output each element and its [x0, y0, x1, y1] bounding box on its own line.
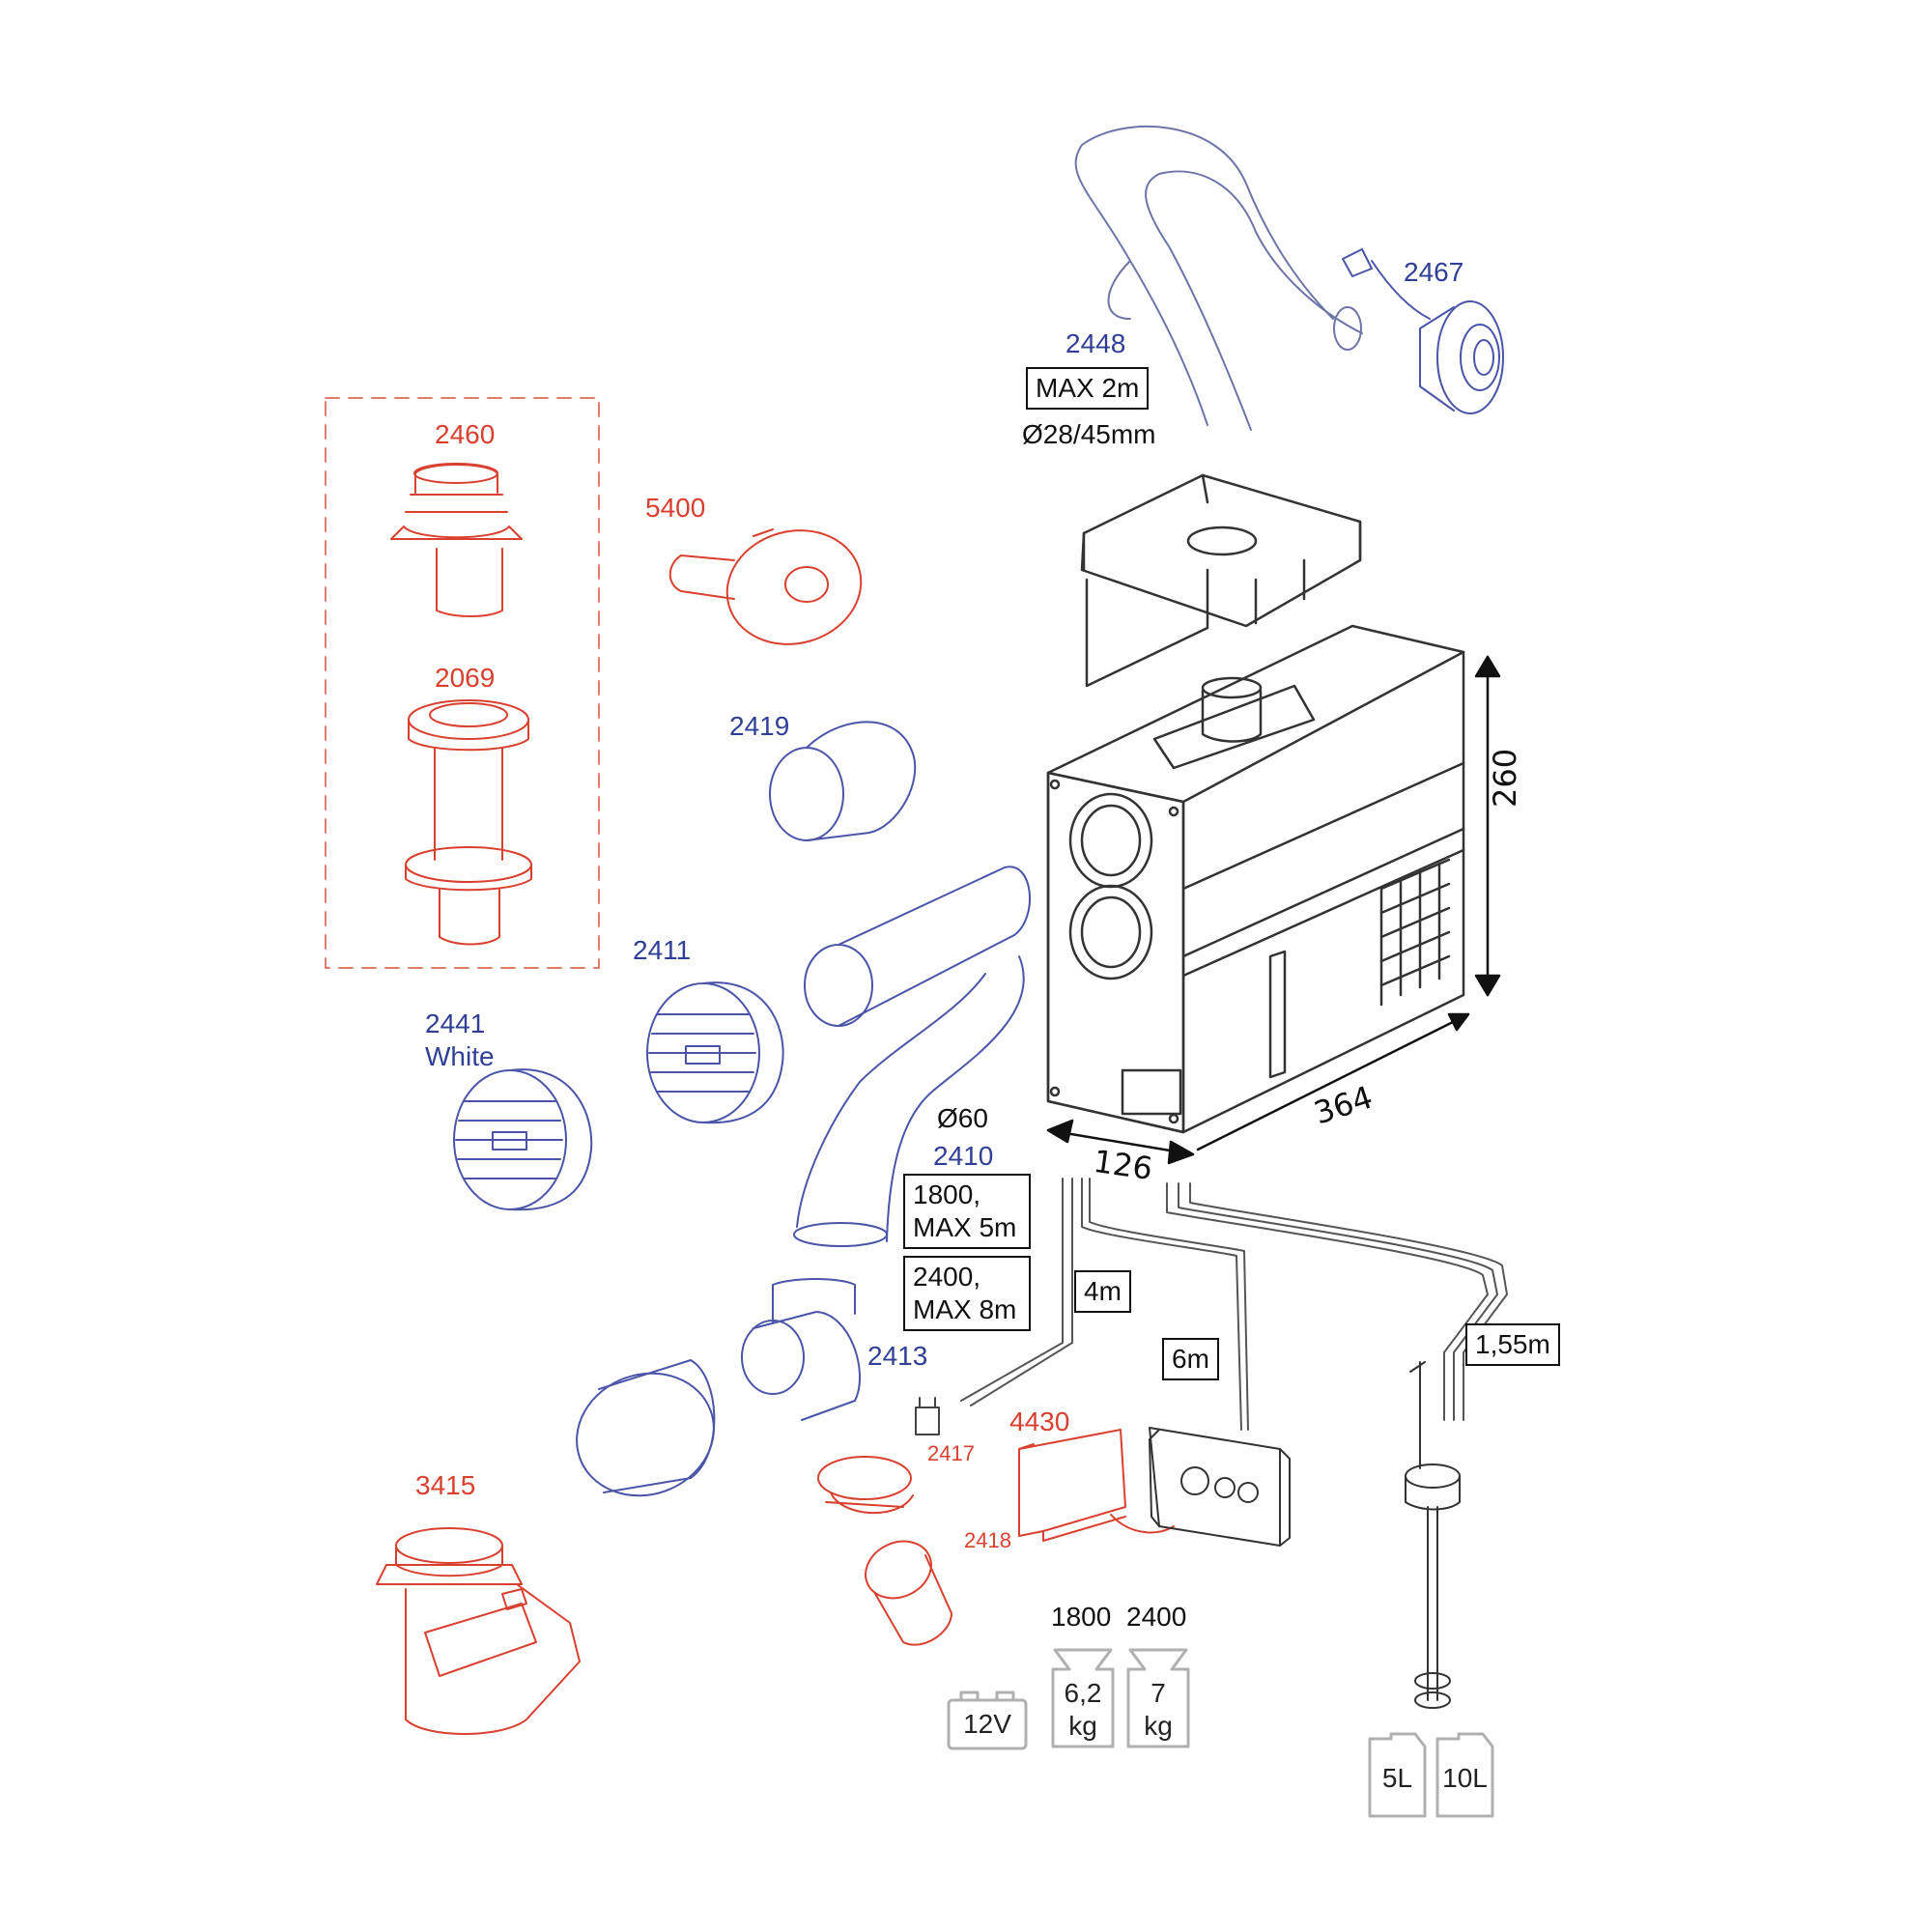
weight-2400-unit: kg — [1144, 1711, 1173, 1741]
control-panel-drawing — [1149, 1427, 1291, 1547]
roof-outlet-drawing — [390, 463, 523, 617]
weight-1800-value: 6,2 — [1064, 1678, 1102, 1708]
tank-icon-10l — [1435, 1732, 1494, 1818]
wall-outlet-drawing — [668, 528, 863, 645]
part-label-2418: 2418 — [964, 1528, 1011, 1552]
part-label-5400: 5400 — [645, 493, 706, 523]
cable-length-6m-box: 6m — [1162, 1338, 1219, 1380]
duct-2400-max: MAX 8m — [913, 1294, 1017, 1324]
part-label-2448: 2448 — [1065, 328, 1126, 358]
weight-2400-label: 7 kg — [1128, 1677, 1188, 1743]
weight-1800-unit: kg — [1068, 1711, 1097, 1741]
duct-diameter-label: Ø60 — [937, 1103, 988, 1133]
part-color-white: White — [425, 1041, 495, 1071]
model-label-2400: 2400 — [1126, 1602, 1187, 1632]
vent-grille-drawing — [646, 981, 784, 1124]
part-label-3415: 3415 — [415, 1470, 476, 1500]
dimension-lines — [1046, 655, 1501, 1165]
fuel-line-length-box: 1,55m — [1465, 1323, 1560, 1366]
part-label-2441: 2441 — [425, 1009, 486, 1038]
through-pipe-drawing — [405, 699, 532, 946]
weight-icon-2400 — [1126, 1648, 1190, 1748]
duct-coupler-drawing — [769, 721, 917, 841]
weight-icon-1800 — [1051, 1648, 1115, 1748]
duct-1800-max: MAX 5m — [913, 1212, 1017, 1242]
weight-2400-value: 7 — [1151, 1678, 1166, 1708]
weight-1800-label: 6,2 kg — [1053, 1677, 1113, 1743]
part-label-2410: 2410 — [933, 1141, 994, 1171]
tank-icon-5l — [1368, 1732, 1427, 1818]
dimension-width: 126 — [1091, 1142, 1155, 1188]
controller-drawing — [1018, 1429, 1175, 1542]
part-label-2411: 2411 — [633, 935, 692, 965]
battery-icon — [947, 1690, 1028, 1750]
cable-length-4m-box: 4m — [1074, 1270, 1131, 1313]
tank-5l-label: 5L — [1381, 1763, 1413, 1793]
duct-2400-model: 2400, — [913, 1262, 981, 1292]
exhaust-max-length-box: MAX 2m — [1026, 367, 1150, 410]
tank-10l-label: 10L — [1442, 1763, 1488, 1793]
part-label-4430: 4430 — [1009, 1406, 1070, 1436]
part-label-2417: 2417 — [927, 1441, 975, 1465]
part-label-2467: 2467 — [1404, 257, 1464, 287]
cables-and-lines — [960, 1178, 1508, 1431]
part-label-2419: 2419 — [729, 711, 790, 741]
part-label-2413: 2413 — [867, 1341, 928, 1371]
t-piece-drawing — [576, 1278, 861, 1497]
battery-voltage-label: 12V — [963, 1709, 1011, 1739]
exhaust-diameter-label: Ø28/45mm — [1022, 419, 1156, 449]
part-label-2069: 2069 — [435, 663, 496, 693]
heater-unit-drawing — [1046, 473, 1465, 1134]
part-label-2460: 2460 — [435, 419, 496, 449]
duct-hose-drawing — [793, 866, 1031, 1247]
fuel-pump-drawing — [376, 1527, 581, 1735]
dimension-height: 260 — [1487, 748, 1523, 808]
kit-group-frame — [325, 397, 600, 969]
fuse-holder-drawing — [915, 1397, 940, 1435]
exhaust-pass-through-drawing — [1342, 248, 1504, 414]
exhaust-outlet-drawing — [817, 1456, 952, 1646]
model-label-1800: 1800 — [1051, 1602, 1112, 1632]
exhaust-hose-drawing — [1074, 126, 1363, 431]
white-vent-grille-drawing — [453, 1068, 593, 1211]
fuel-pickup-drawing — [1405, 1361, 1461, 1709]
duct-length-2400-box: 2400, MAX 8m — [903, 1256, 1031, 1331]
duct-length-1800-box: 1800, MAX 5m — [903, 1174, 1031, 1249]
duct-1800-model: 1800, — [913, 1179, 981, 1209]
